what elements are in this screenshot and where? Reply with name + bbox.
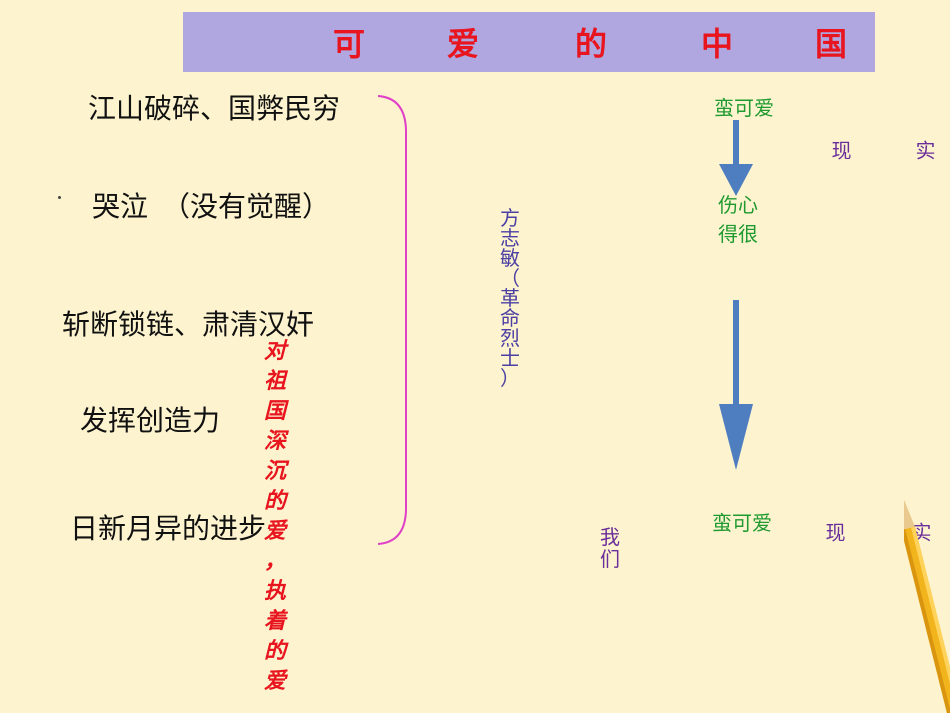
center-vertical-char: 执 xyxy=(264,578,287,604)
down-arrow-icon xyxy=(719,120,753,196)
left-list-item: 哭泣 （没有觉醒） xyxy=(92,190,331,223)
fang-vertical-text: 方志敏（革命烈士） xyxy=(500,208,520,388)
fang-vertical-char: ） xyxy=(500,366,520,390)
fang-vertical-char: 士 xyxy=(500,346,520,370)
center-vertical-char: 着 xyxy=(264,608,287,634)
left-list-item: 发挥创造力 xyxy=(80,404,221,437)
reality-char: 现 xyxy=(822,522,846,542)
reality-char: 现 xyxy=(828,140,852,160)
center-vertical-char: 爱 xyxy=(264,668,287,694)
down-arrow-icon xyxy=(719,300,753,470)
center-vertical-text: 对祖国深沉的爱，执着的爱 xyxy=(264,336,286,696)
center-vertical-char: 深 xyxy=(264,428,287,454)
fang-vertical-char: 敏 xyxy=(500,246,520,270)
green-label-middle-1: 伤心 xyxy=(718,193,758,217)
title-char: 中 xyxy=(701,25,734,63)
title-char: 的 xyxy=(575,25,608,63)
title-char: 爱 xyxy=(447,25,480,63)
center-vertical-char: 对 xyxy=(264,338,287,364)
reality-char: 实 xyxy=(912,140,936,160)
right-brace-icon xyxy=(377,95,407,545)
fang-vertical-char: （ xyxy=(500,266,520,290)
fang-vertical-char: 方 xyxy=(500,206,520,230)
women-vertical-char: 们 xyxy=(600,547,620,571)
fang-vertical-char: 烈 xyxy=(500,326,520,350)
left-list-item: 日新月异的进步 xyxy=(70,512,267,545)
center-vertical-char: ， xyxy=(264,548,287,574)
title-char: 国 xyxy=(815,25,848,63)
title-bar: 可 爱 的 中 国 xyxy=(183,12,875,72)
title-char: 可 xyxy=(333,25,366,63)
center-vertical-char: 的 xyxy=(264,638,287,664)
green-label-top: 蛮可爱 xyxy=(714,96,774,120)
fang-vertical-char: 命 xyxy=(500,306,520,330)
fang-vertical-char: 志 xyxy=(500,226,520,250)
women-vertical-text: 我们 xyxy=(600,526,620,570)
center-vertical-char: 的 xyxy=(264,488,287,514)
center-vertical-char: 沉 xyxy=(264,458,287,484)
women-vertical-char: 我 xyxy=(600,525,620,549)
fang-vertical-char: 革 xyxy=(500,286,520,310)
green-label-middle-2: 得很 xyxy=(718,222,758,246)
left-list-item: 斩断锁链、肃清汉奸 xyxy=(62,308,315,341)
pencil-icon xyxy=(904,500,950,713)
bullet-dot xyxy=(58,196,61,199)
center-vertical-char: 祖 xyxy=(264,368,287,394)
green-label-bottom: 蛮可爱 xyxy=(712,511,772,535)
left-list-item: 江山破碎、国弊民穷 xyxy=(88,92,341,125)
center-vertical-char: 爱 xyxy=(264,518,287,544)
center-vertical-char: 国 xyxy=(264,398,287,424)
